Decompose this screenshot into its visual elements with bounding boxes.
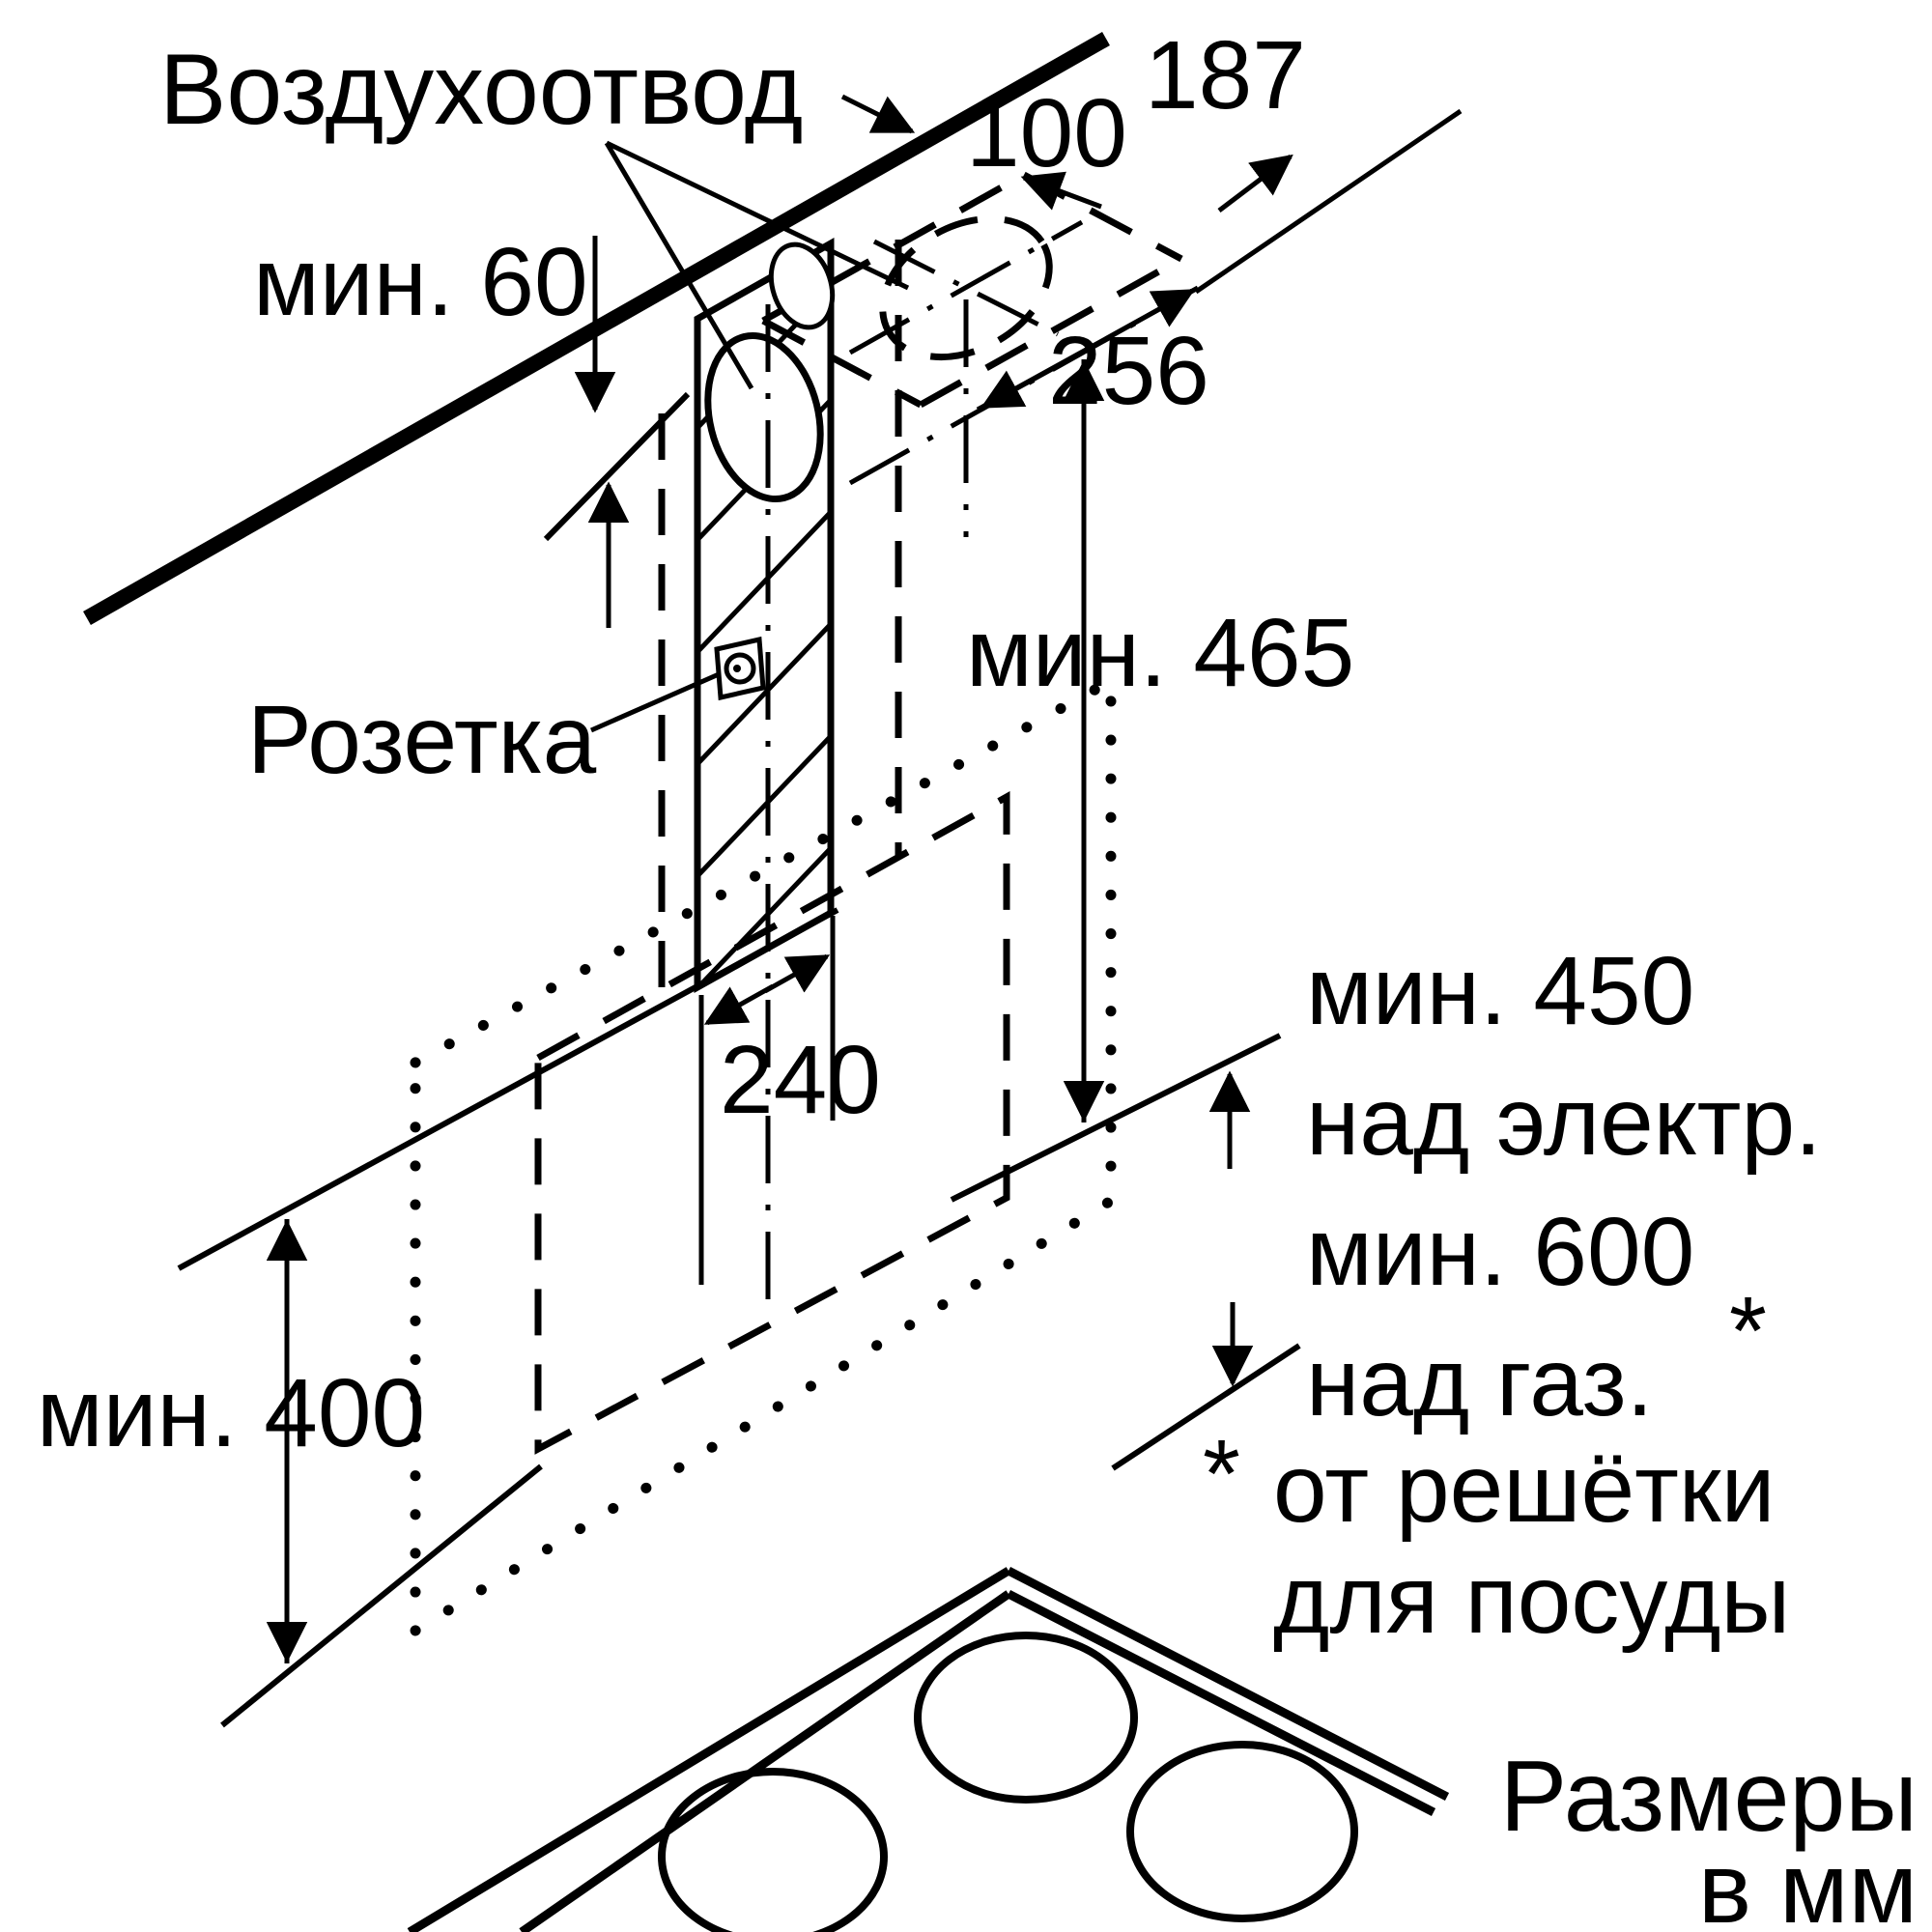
mounting-region-dotted-outline	[410, 671, 1117, 1640]
duct-hole-ellipse	[704, 331, 824, 503]
vent-label: Воздухоотвод	[159, 34, 803, 146]
clearance-line-1: мин. 450	[1306, 937, 1694, 1045]
units-block: Размеры в мм	[1500, 1741, 1918, 1932]
dim240-arrow-right	[763, 953, 831, 994]
clearance-line-3: мин. 600	[1306, 1198, 1694, 1306]
units-line-1: Размеры	[1500, 1741, 1918, 1853]
dim187-extension-line	[1194, 108, 1463, 295]
hood-body-dashed-outline	[534, 791, 1010, 1455]
clearance-line-4: над газ.	[1306, 1328, 1653, 1436]
footnote-line-2: для посуды	[1273, 1546, 1790, 1654]
dim187-arrow	[1217, 154, 1293, 213]
wall-line-upper-left	[177, 907, 839, 1271]
clearance-text-block: мин. 450 над электр. мин. 600 над газ. *	[1306, 937, 1822, 1436]
footnote-block: * от решётки для посуды	[1203, 1420, 1790, 1654]
dimension-lines	[266, 94, 1463, 1663]
dim100-arrow-left	[840, 94, 916, 134]
socket-label: Розетка	[247, 686, 597, 794]
hob-edge-outer-left	[407, 1567, 1011, 1932]
hob-reference-line	[1111, 1343, 1301, 1471]
dim256-label: 256	[1048, 317, 1209, 425]
dim256-arrow-left	[980, 360, 1065, 410]
dim400-label: мин. 400	[37, 1359, 425, 1467]
burner-right	[1126, 1741, 1358, 1922]
footnote-star: *	[1203, 1420, 1240, 1528]
dim100-arrow-right	[1020, 171, 1102, 211]
footnote-line-1: от решётки	[1273, 1435, 1775, 1543]
duct-collar-arc	[768, 242, 836, 330]
hob-edge-outer-right	[1006, 1567, 1450, 1801]
vent-leader-to-ceiling-hole	[605, 140, 910, 291]
vent-leader-to-strip-hole	[604, 141, 754, 390]
clearance-line-2: над электр.	[1306, 1067, 1822, 1176]
socket-leader	[589, 671, 721, 733]
hob-edge-inner-left	[519, 1590, 1011, 1932]
dim240-arrow-left	[703, 983, 775, 1026]
burner-top	[914, 1632, 1138, 1804]
min60-label: мин. 60	[253, 228, 588, 336]
clearance-star: *	[1729, 1277, 1767, 1385]
dim465-label: мин. 465	[966, 599, 1354, 707]
leader-lines	[589, 140, 910, 733]
hood-bottom-reference-line	[950, 1033, 1282, 1203]
chimney-dashed-lines	[658, 240, 902, 988]
dim256-arrow-right	[1109, 288, 1196, 339]
strip-top-edge-line	[543, 391, 691, 542]
hob-edge-inner-right	[1006, 1589, 1436, 1817]
hob	[407, 1567, 1450, 1932]
dim100-label: 100	[966, 79, 1127, 187]
wall-lines	[177, 907, 1301, 1728]
burner-left	[658, 1768, 888, 1932]
dim240-label: 240	[720, 1026, 881, 1134]
counter-back-line	[220, 1463, 543, 1728]
dim187-label: 187	[1145, 21, 1306, 129]
ceiling-duct-box-dashed	[761, 171, 1183, 409]
wall-strip-hatched-panel	[694, 238, 836, 993]
units-line-2: в мм	[1698, 1833, 1918, 1932]
socket-symbol	[714, 636, 766, 701]
